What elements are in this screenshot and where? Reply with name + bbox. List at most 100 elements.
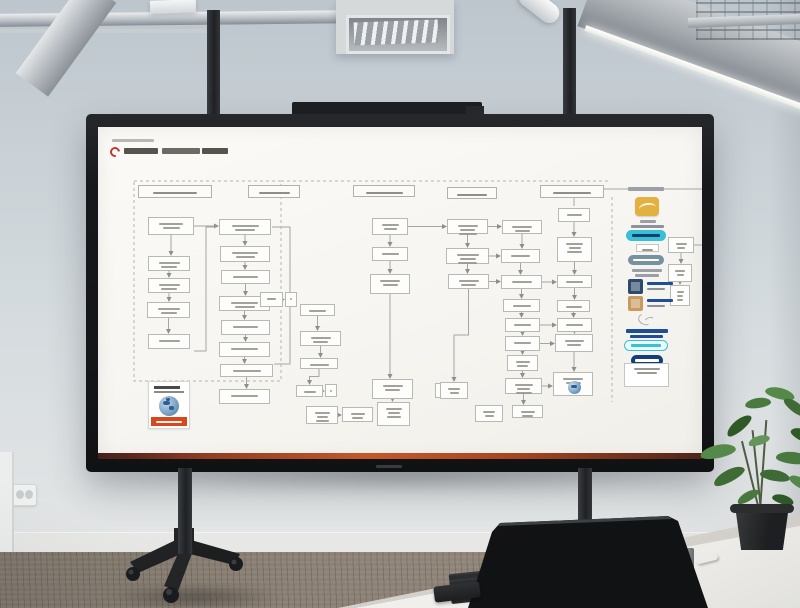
screen-reflection-strip xyxy=(98,453,702,459)
flow-group-header xyxy=(447,187,497,199)
flow-node xyxy=(553,372,593,396)
plant-pot-rim xyxy=(730,504,794,513)
pill-button xyxy=(626,230,666,241)
legend-text-bar xyxy=(631,225,664,228)
legend-text-bar xyxy=(630,335,663,338)
wall-outlet xyxy=(12,484,37,506)
flow-node xyxy=(300,331,341,346)
flow-node xyxy=(296,385,323,397)
flow-node xyxy=(505,336,540,351)
flow-node xyxy=(148,278,190,293)
app-icon xyxy=(628,279,643,294)
flow-node xyxy=(448,274,489,289)
display-tv xyxy=(86,114,714,472)
flow-node xyxy=(475,405,503,422)
legend-note-box xyxy=(636,244,659,252)
header-text-bar xyxy=(124,148,158,154)
flow-node xyxy=(372,379,413,399)
flow-group-header xyxy=(353,185,415,197)
flow-node xyxy=(502,220,542,234)
flow-node xyxy=(221,270,270,284)
flow-node xyxy=(370,274,410,294)
ceiling-fixture xyxy=(149,0,197,14)
screen-content xyxy=(98,127,702,459)
legend-link-row xyxy=(628,296,674,311)
tv-screen xyxy=(98,127,702,459)
outline-pill-button xyxy=(624,340,668,351)
flow-node xyxy=(557,300,590,312)
flow-node xyxy=(220,246,270,262)
flow-node xyxy=(372,218,408,235)
pill-button xyxy=(631,355,663,366)
flow-node xyxy=(446,248,489,264)
hvac-vent-slats xyxy=(353,19,439,46)
flow-node xyxy=(668,237,694,253)
flow-node xyxy=(555,334,593,352)
stand-pole-lower-left xyxy=(178,468,192,554)
flow-node xyxy=(501,249,540,263)
flow-node xyxy=(557,237,592,262)
badge-banner xyxy=(151,417,187,426)
header-text-bar xyxy=(202,148,228,154)
pill-button xyxy=(628,255,664,265)
soundbar-step xyxy=(466,106,484,116)
flow-node xyxy=(219,389,270,404)
certification-badge xyxy=(148,381,190,429)
flow-node xyxy=(219,296,270,311)
legend-text-bar xyxy=(635,274,659,277)
plant-pot xyxy=(735,508,789,550)
flow-node xyxy=(300,304,335,316)
legend-text-bar xyxy=(632,269,662,272)
ceiling-pipe-thin xyxy=(0,29,210,33)
flow-node xyxy=(447,219,488,235)
flow-node xyxy=(505,318,540,332)
stand-base-shadow xyxy=(110,584,280,608)
left-cabinet-edge xyxy=(0,452,14,574)
flow-node xyxy=(440,382,468,399)
flow-group-header xyxy=(138,185,212,198)
flow-node xyxy=(147,302,190,318)
flow-group-header xyxy=(540,185,604,198)
flow-node xyxy=(557,318,592,332)
flow-node xyxy=(557,275,592,288)
sketch-icon xyxy=(636,311,658,329)
flow-node xyxy=(325,384,337,397)
flow-node xyxy=(221,320,270,335)
flow-node xyxy=(148,256,190,271)
flow-node xyxy=(377,402,410,426)
flow-node xyxy=(507,355,538,371)
header-text-bar xyxy=(112,139,154,142)
outlet-socket xyxy=(25,490,33,499)
badge-title-bar xyxy=(154,386,180,389)
stand-pole-lower-right xyxy=(578,468,592,526)
globe-logo xyxy=(159,396,179,416)
outlet-socket xyxy=(16,490,24,499)
flow-node xyxy=(512,405,543,418)
legend-text-bar xyxy=(626,329,668,333)
legend-note-box xyxy=(624,363,669,387)
flow-node xyxy=(670,285,690,306)
stand-pole-upper-right xyxy=(563,8,576,116)
flow-node xyxy=(306,406,338,424)
soundbar xyxy=(292,102,482,116)
legend-text-bar xyxy=(640,220,656,223)
badge-subtitle-bar xyxy=(154,391,184,393)
flow-node xyxy=(260,292,283,307)
globe-icon xyxy=(567,381,581,394)
flow-node xyxy=(372,247,408,261)
flow-node xyxy=(501,275,542,289)
app-icon xyxy=(628,296,643,311)
tv-brand-mark xyxy=(376,465,402,468)
flow-node xyxy=(300,358,338,369)
flow-node xyxy=(668,264,692,282)
yellow-app-icon xyxy=(635,197,659,216)
flow-node xyxy=(503,299,540,312)
flow-node xyxy=(148,217,194,235)
flow-node xyxy=(220,364,273,377)
flow-node xyxy=(219,342,270,357)
flow-node xyxy=(505,378,542,394)
header-text-bar xyxy=(162,148,200,154)
